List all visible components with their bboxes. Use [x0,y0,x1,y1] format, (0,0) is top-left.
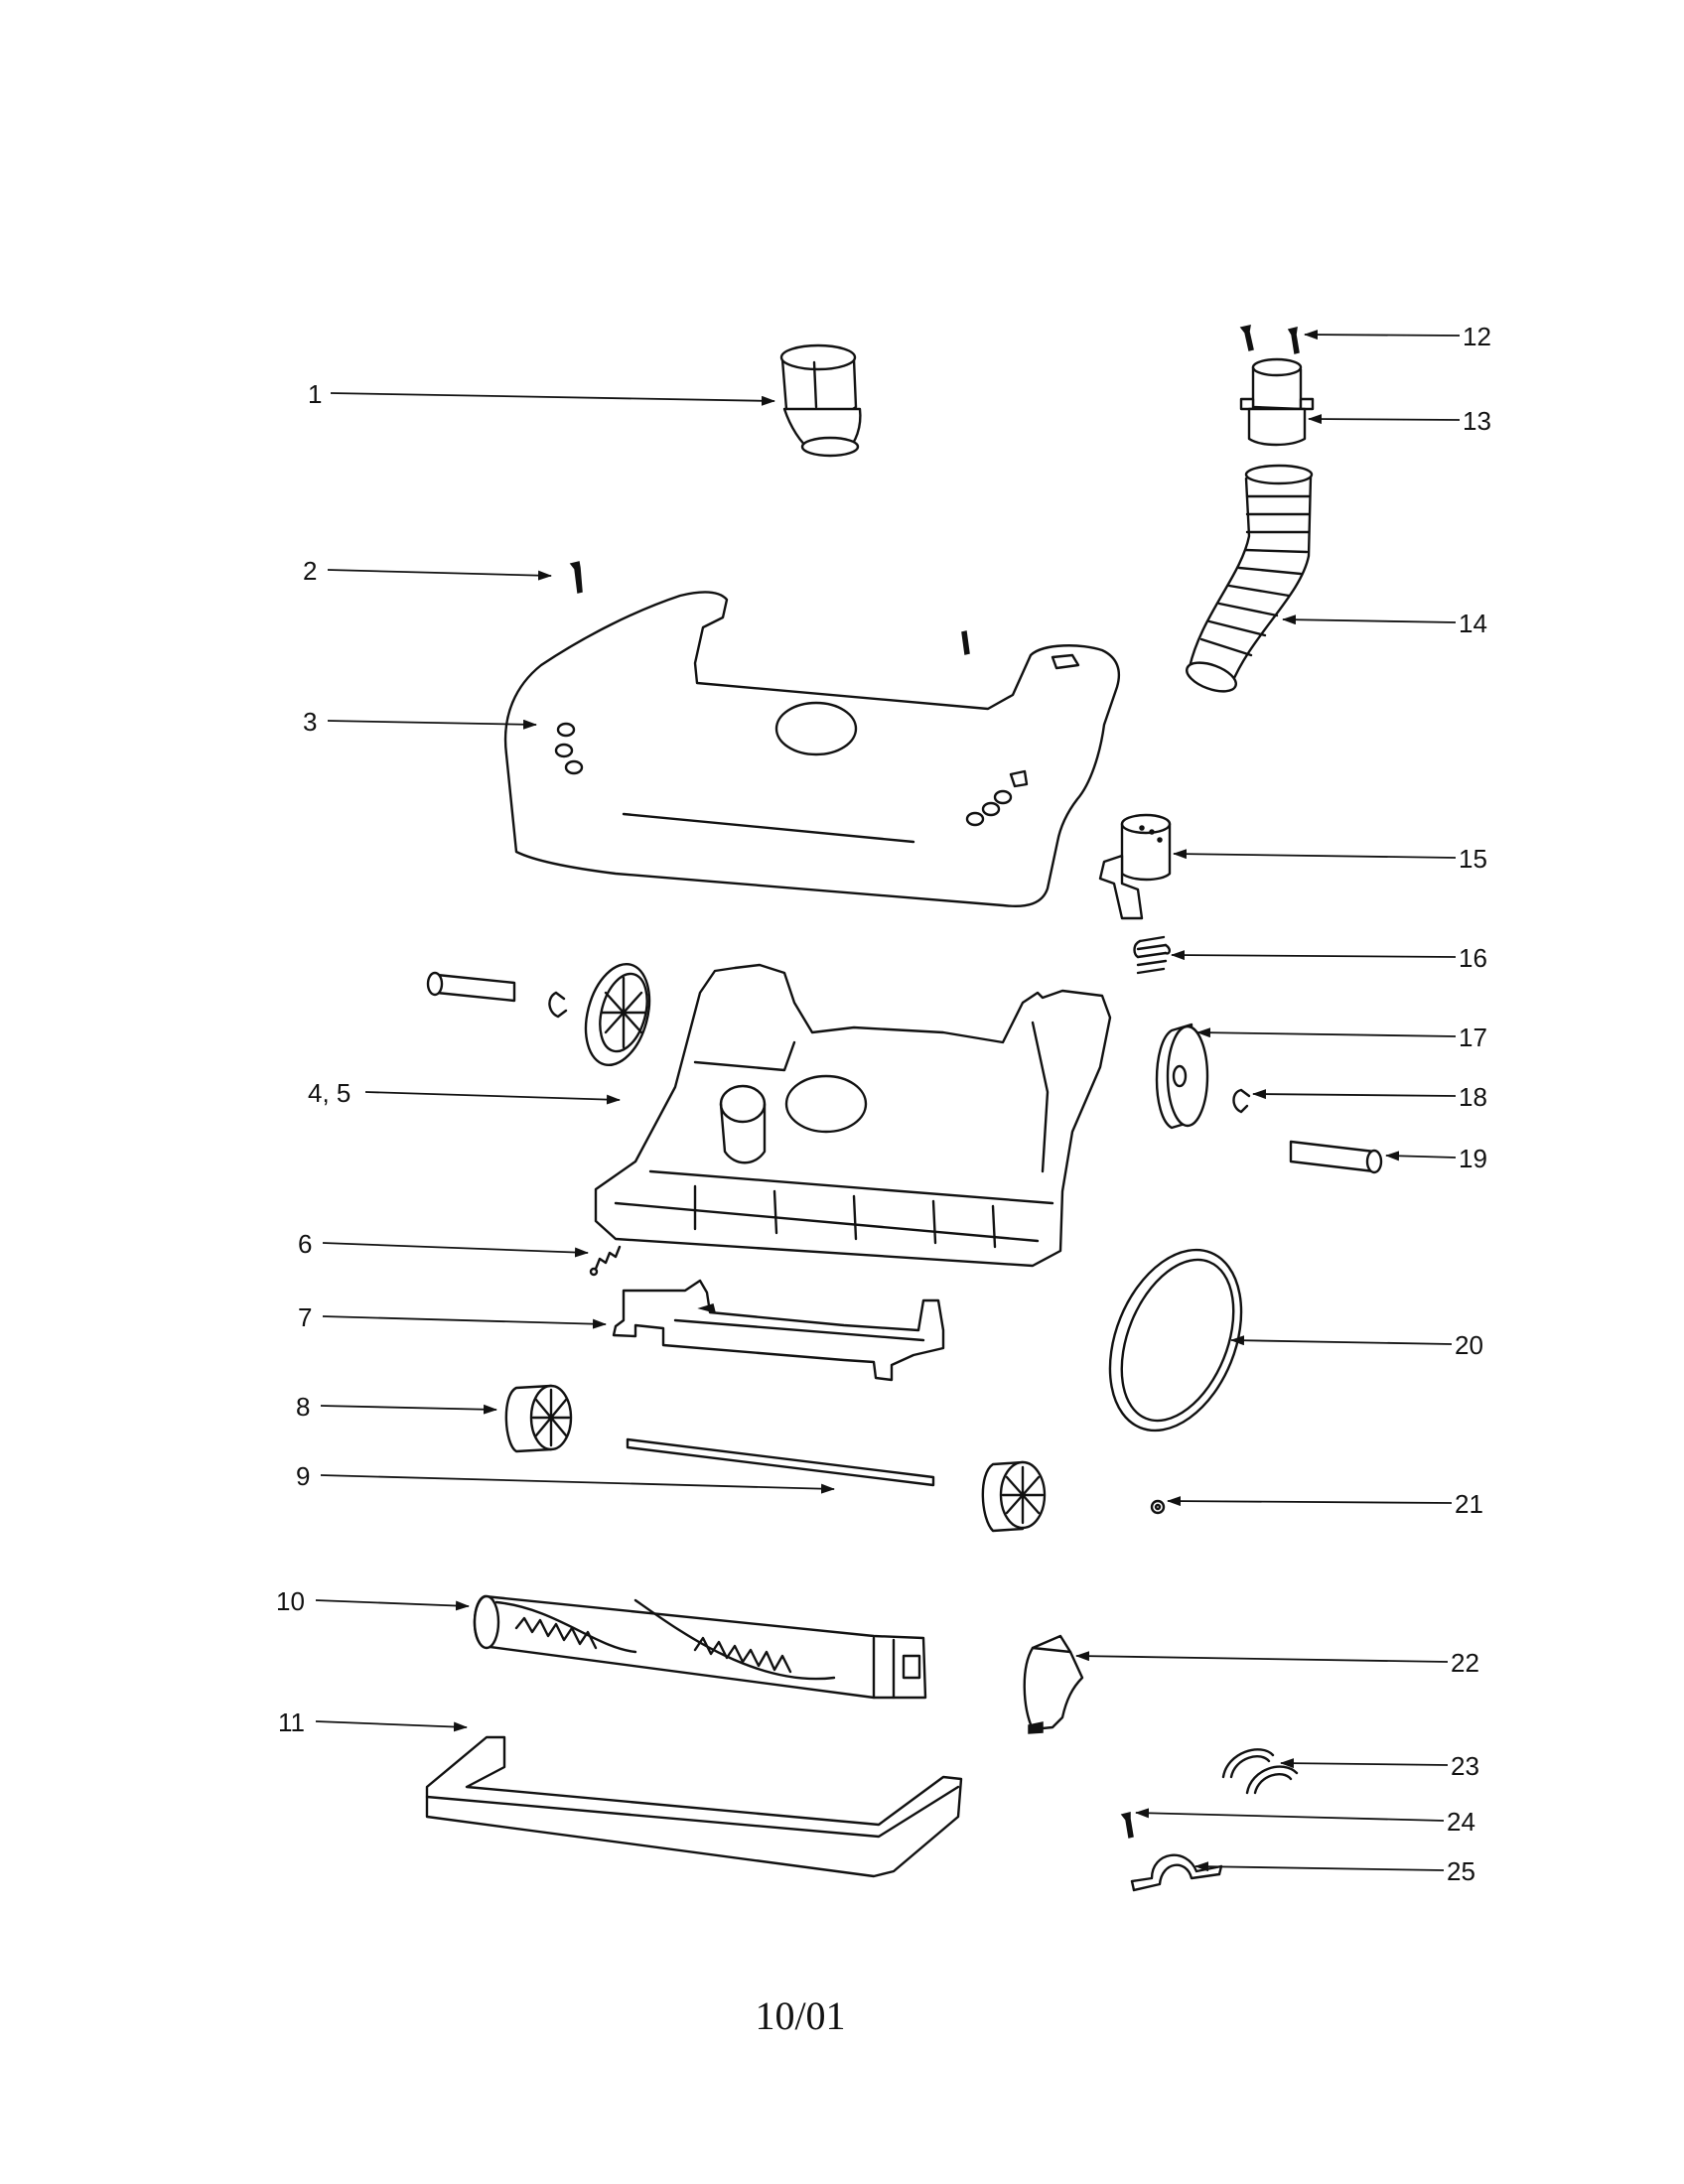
callout-11: 11 [278,1707,305,1737]
callout-17: 17 [1459,1023,1487,1052]
part-15-release [1098,813,1172,920]
part-10-brushroll [473,1594,927,1700]
part-14-hose [1186,464,1314,693]
part-18-clip [1232,1088,1251,1114]
part-2-screw [569,561,583,594]
part-11-bumper [425,1735,963,1878]
part-24-screw [1120,1812,1134,1839]
part-19-axle-pin [1289,1140,1383,1174]
part-3-hood [503,591,1121,907]
part-23-clips [1221,1748,1299,1795]
callout-19: 19 [1459,1144,1487,1173]
part-clip-left [548,991,568,1019]
callout-labels: 1 2 3 4, 5 6 7 8 9 10 11 12 13 14 15 16 … [276,322,1491,1886]
part-20-belt [1108,1248,1243,1433]
callout-21: 21 [1455,1489,1483,1519]
callout-1: 1 [308,379,322,409]
part-4-5-base-housing [594,963,1112,1268]
callout-13: 13 [1463,406,1491,436]
part-22-belt-guard [1023,1634,1084,1734]
callout-8: 8 [296,1392,310,1422]
callout-20: 20 [1455,1330,1483,1360]
part-25-clamp [1130,1853,1223,1892]
callout-14: 14 [1459,609,1487,638]
callout-23: 23 [1451,1751,1479,1781]
part-13-hose-collar [1239,357,1315,447]
part-9-shaft [626,1437,935,1487]
callout-3: 3 [303,707,317,737]
callout-24: 24 [1447,1807,1475,1837]
callout-25: 25 [1447,1856,1475,1886]
callout-15: 15 [1459,844,1487,874]
part-end-cap-right [981,1460,1047,1533]
part-6-spring [589,1245,622,1277]
part-17-wheel-right [1155,1023,1209,1130]
callout-7: 7 [298,1302,312,1332]
callout-4-5: 4, 5 [308,1078,351,1108]
callout-12: 12 [1463,322,1491,351]
callout-6: 6 [298,1229,312,1259]
callout-10: 10 [276,1586,305,1616]
footer-date-code: 10/01 [755,1993,845,2038]
callout-2: 2 [303,556,317,586]
callout-9: 9 [296,1461,310,1491]
part-16-spring [1133,935,1171,975]
part-1-hose-connector [779,343,862,458]
part-7-bracket [612,1279,945,1382]
part-wheel-left [584,962,651,1067]
callout-18: 18 [1459,1082,1487,1112]
part-21-washer [1150,1499,1166,1515]
part-12-screws [1239,325,1300,354]
part-axle-pin-left [426,971,516,1003]
part-8-end-cap [504,1384,573,1453]
callout-22: 22 [1451,1648,1479,1678]
callout-16: 16 [1459,943,1487,973]
leader-lines [315,330,1461,1872]
